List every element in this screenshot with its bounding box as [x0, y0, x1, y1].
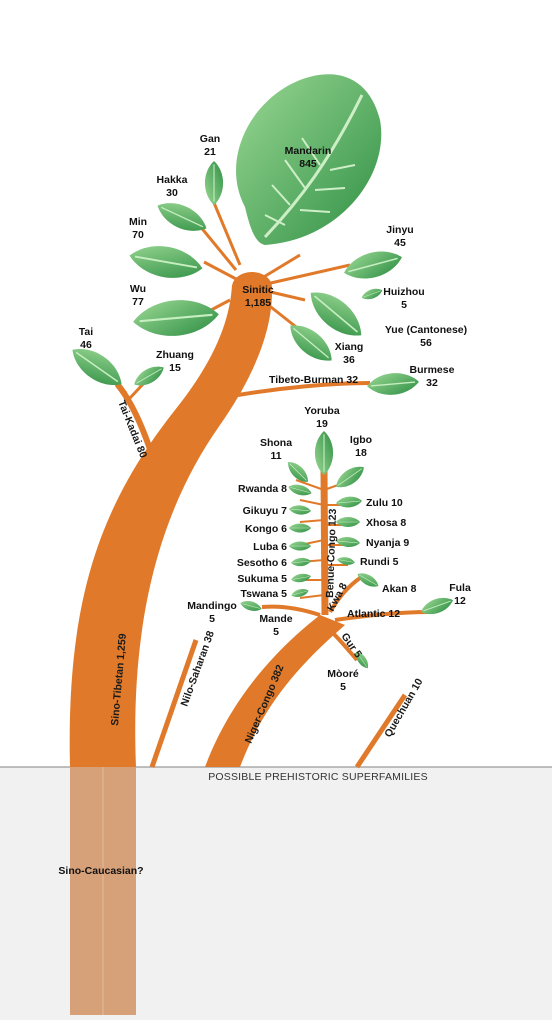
zhuang-leaf — [131, 361, 167, 390]
burmese-name: Burmese — [410, 364, 455, 376]
tswana-label: Tswana 5 — [241, 588, 288, 600]
zhuang-value: 15 — [169, 362, 181, 374]
min-name: Min — [129, 216, 147, 228]
tibeto-burman-label: Tibeto-Burman 32 — [269, 374, 358, 386]
mandingo-leaf — [239, 599, 263, 613]
min-value: 70 — [132, 229, 144, 241]
xhosa-label: Xhosa 8 — [366, 517, 406, 529]
sukuma-label: Sukuma 5 — [237, 573, 287, 585]
yoruba-name: Yoruba — [304, 405, 340, 417]
xiang-value: 36 — [343, 354, 355, 366]
igbo-name: Igbo — [350, 434, 372, 446]
mandarin-value: 845 — [299, 158, 317, 170]
sukuma-leaf — [290, 572, 311, 584]
huizhou-value: 5 — [401, 299, 407, 311]
huizhou-name: Huizhou — [383, 286, 424, 298]
jinyu-value: 45 — [394, 237, 406, 249]
rundi-label: Rundi 5 — [360, 556, 399, 568]
igbo-leaf — [332, 462, 368, 493]
huizhou-leaf — [360, 286, 384, 302]
wu-value: 77 — [132, 296, 144, 308]
wu-leaf — [132, 297, 221, 340]
gan-name: Gan — [200, 133, 220, 145]
hakka-name: Hakka — [157, 174, 188, 186]
jinyu-name: Jinyu — [386, 224, 413, 236]
shona-name: Shona — [260, 437, 292, 449]
gikuyu-leaf — [289, 505, 312, 516]
hakka-value: 30 — [166, 187, 178, 199]
yoruba-value: 19 — [316, 418, 328, 430]
moore-name: Mòoré — [327, 668, 359, 680]
gan-value: 21 — [204, 146, 216, 158]
tai-value: 46 — [80, 339, 92, 351]
yue-value: 56 — [420, 337, 432, 349]
hakka-leaf — [153, 195, 211, 238]
wu-name: Wu — [130, 283, 146, 295]
fula-value: 12 — [454, 595, 466, 607]
moore-value: 5 — [340, 681, 346, 693]
nyanja-label: Nyanja 9 — [366, 537, 409, 549]
sesotho-label: Sesotho 6 — [237, 557, 287, 569]
prehistoric-superfamilies-caption: POSSIBLE PREHISTORIC SUPERFAMILIES — [208, 771, 428, 783]
akan-label: Akan 8 — [382, 583, 417, 595]
mandarin-name: Mandarin — [285, 145, 332, 157]
rwanda-label: Rwanda 8 — [238, 483, 287, 495]
zulu-label: Zulu 10 — [366, 497, 403, 509]
burmese-value: 32 — [426, 377, 438, 389]
zhuang-name: Zhuang — [156, 349, 194, 361]
fula-name: Fula — [449, 582, 471, 594]
mandingo-name: Mandingo — [187, 600, 237, 612]
kongo-label: Kongo 6 — [245, 523, 287, 535]
shona-leaf — [284, 458, 312, 486]
gikuyu-label: Gikuyu 7 — [243, 505, 288, 517]
min-leaf — [127, 241, 205, 284]
nyanja-leaf — [336, 536, 361, 548]
atlantic-label: Atlantic 12 — [347, 608, 400, 620]
yue-name: Yue (Cantonese) — [385, 324, 467, 336]
sinitic-value: 1,185 — [245, 297, 271, 309]
igbo-value: 18 — [355, 447, 367, 459]
luba-label: Luba 6 — [253, 541, 287, 553]
sino-caucasian-label: Sino-Caucasian? — [58, 865, 143, 877]
fula-leaf — [419, 594, 456, 619]
sesotho-leaf — [291, 557, 312, 567]
mande-value: 5 — [273, 626, 279, 638]
zulu-leaf — [336, 496, 363, 509]
mandingo-value: 5 — [209, 613, 215, 625]
yoruba-leaf — [315, 431, 333, 475]
xiang-name: Xiang — [335, 341, 364, 353]
quechuan-label: Quechuan 10 — [382, 676, 425, 739]
kongo-leaf — [289, 523, 311, 532]
shona-value: 11 — [270, 450, 281, 462]
sinitic-name: Sinitic — [242, 284, 274, 296]
tai-name: Tai — [79, 326, 93, 338]
mande-name: Mande — [259, 613, 292, 625]
jinyu-leaf — [341, 245, 405, 284]
gan-leaf — [205, 161, 223, 205]
